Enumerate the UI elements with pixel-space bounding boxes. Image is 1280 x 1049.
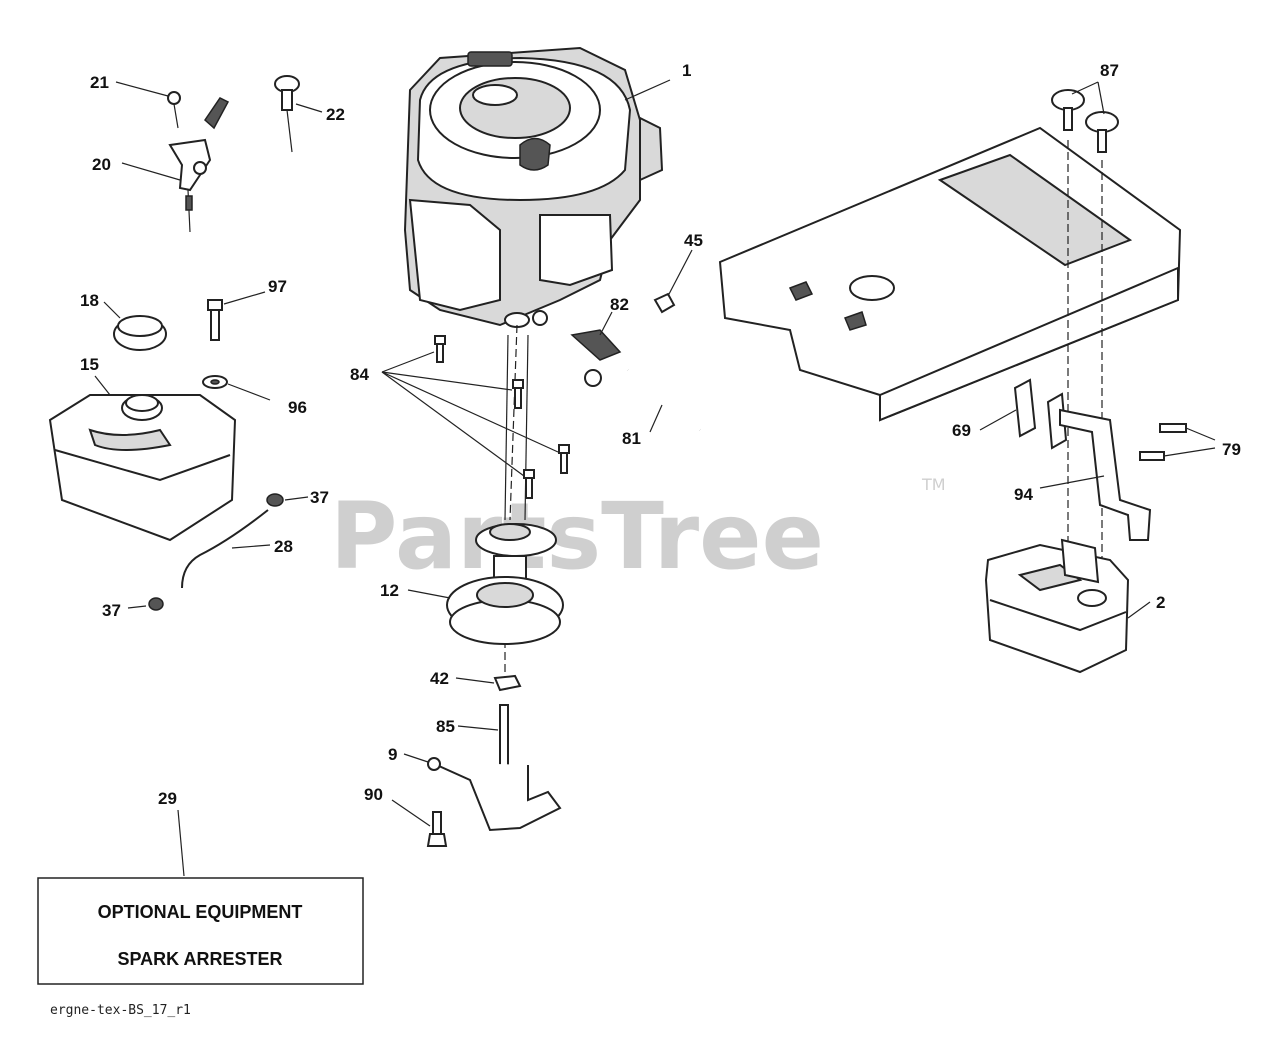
optional-equipment-box: OPTIONAL EQUIPMENT SPARK ARRESTER [37,877,364,985]
engine-shaft [504,334,509,521]
engine[interactable] [403,46,664,328]
label-37-lower: 37 [102,601,121,620]
label-20: 20 [92,155,111,174]
bolts-84[interactable] [434,335,570,499]
clamp-37-upper[interactable] [266,493,284,507]
gaskets-69[interactable] [1013,378,1068,450]
label-97: 97 [268,277,287,296]
label-82: 82 [610,295,629,314]
spark-arrester-label: SPARK ARRESTER [117,949,282,969]
label-37-upper: 37 [310,488,329,507]
label-15: 15 [80,355,99,374]
label-85: 85 [436,717,455,736]
label-12: 12 [380,581,399,600]
label-42: 42 [430,669,449,688]
fuel-fitting[interactable] [570,329,622,387]
label-28: 28 [274,537,293,556]
leader-lines [94,79,1216,877]
drawing-code: ergne-tex-BS_17_r1 [50,1003,191,1018]
throttle-control[interactable] [168,97,230,233]
label-96: 96 [288,398,307,417]
label-1: 1 [682,61,691,80]
exhaust-pipe[interactable] [1059,408,1152,541]
screws-87[interactable] [1051,89,1119,153]
washer-42[interactable] [493,674,522,692]
bolt-97[interactable] [207,299,223,341]
label-79: 79 [1222,440,1241,459]
bolts-79[interactable] [1139,423,1187,461]
label-84: 84 [350,365,369,384]
fuel-tank[interactable] [48,394,237,542]
bracket-9[interactable] [429,761,562,832]
label-87: 87 [1100,61,1119,80]
pulley[interactable] [446,523,564,645]
label-69: 69 [952,421,971,440]
watermark: PartsTree [330,483,824,590]
label-9: 9 [388,745,397,764]
screw-21[interactable] [167,91,181,129]
label-90: 90 [364,785,383,804]
fuel-line[interactable] [181,509,269,589]
label-21: 21 [90,73,109,92]
muffler[interactable] [984,538,1130,674]
watermark-trademark: TM [921,475,946,494]
label-94: 94 [1014,485,1033,504]
label-45: 45 [684,231,703,250]
bolt-90[interactable] [426,811,448,847]
shaft-centerline [509,324,518,521]
optional-equipment-label: OPTIONAL EQUIPMENT [98,902,303,922]
label-81: 81 [622,429,641,448]
fuel-cap[interactable] [113,315,167,351]
label-18: 18 [80,291,99,310]
chassis-frame[interactable] [718,126,1182,422]
nut-45[interactable] [653,292,676,314]
label-2: 2 [1156,593,1165,612]
label-22: 22 [326,105,345,124]
clamp-37-lower[interactable] [148,597,164,611]
choke-knob[interactable] [274,75,300,153]
label-29: 29 [158,789,177,808]
